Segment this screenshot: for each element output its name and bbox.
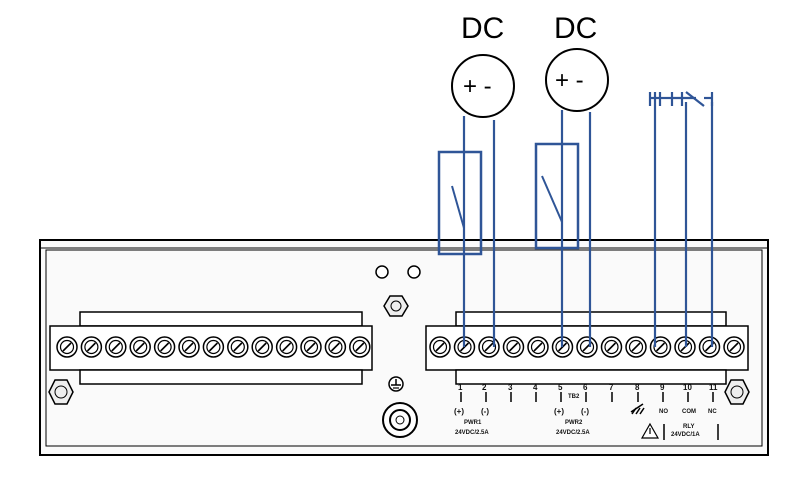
left-screw-4 (129, 336, 151, 358)
terminal-number-4: 4 (533, 383, 538, 392)
screw-right (724, 379, 750, 405)
right-screw-5 (527, 336, 549, 358)
dc-source-2: DC + - (545, 12, 609, 112)
terminal-number-5: 5 (558, 383, 563, 392)
led-1 (375, 265, 389, 279)
dc-source-1-label: DC (461, 12, 504, 45)
pwr1-name: PWR1 (464, 420, 482, 426)
left-screw-11 (300, 336, 322, 358)
terminal-block-right (425, 311, 749, 385)
left-screw-7 (202, 336, 225, 358)
left-screw-12 (324, 336, 347, 358)
warning-icon (640, 422, 660, 439)
left-screw-13 (349, 336, 371, 358)
terminal-labels: 1 2 3 4 5 6 7 8 9 10 11 TB2 (+) (-) (+) … (454, 383, 719, 440)
pin-mark-plus-1: (+) (454, 407, 464, 416)
left-screw-9 (251, 336, 273, 358)
right-screw-3 (478, 336, 500, 358)
dc-source-2-polarity: + - (555, 67, 584, 94)
terminal-number-9: 9 (660, 383, 665, 392)
terminal-number-6: 6 (583, 383, 588, 392)
tb2-label: TB2 (568, 394, 580, 400)
ground-screw (382, 402, 418, 438)
left-screw-8 (227, 336, 249, 358)
rly-rating: 24VDC/1A (671, 432, 700, 438)
right-screw-4 (502, 336, 525, 358)
terminal-number-3: 3 (508, 383, 513, 392)
terminal-number-1: 1 (458, 383, 463, 392)
terminal-number-11: 11 (709, 383, 718, 392)
pin-mark-plus-2: (+) (554, 407, 564, 416)
screw-top-center (383, 295, 409, 317)
pin-mark-nc: NC (708, 409, 717, 415)
pin-mark-no: NO (659, 409, 668, 415)
pwr2-name: PWR2 (565, 420, 583, 426)
left-screw-1 (56, 336, 78, 358)
dc-source-1: DC + - (451, 12, 515, 118)
right-screw-12 (698, 336, 721, 358)
right-screw-13 (723, 336, 745, 358)
terminal-block-left (49, 311, 373, 385)
left-screw-2 (80, 336, 103, 358)
pin-mark-minus-2: (-) (581, 407, 589, 416)
right-screw-10 (649, 336, 672, 358)
terminal-number-8: 8 (635, 383, 640, 392)
relay-contact-icon (648, 91, 714, 107)
left-screw-5 (153, 336, 176, 358)
dc-source-1-polarity: + - (463, 73, 492, 100)
pwr2-rating: 24VDC/2.5A (556, 430, 590, 436)
wires (451, 92, 714, 347)
right-screw-9 (625, 336, 647, 358)
right-screw-8 (600, 336, 623, 358)
terminal-number-10: 10 (683, 383, 692, 392)
pin-mark-minus-1: (-) (481, 407, 489, 416)
left-screw-10 (275, 336, 298, 358)
rly-name: RLY (683, 424, 694, 430)
terminal-number-7: 7 (609, 383, 614, 392)
terminal-number-2: 2 (482, 383, 487, 392)
led-2 (407, 265, 421, 279)
switch-box-2 (534, 142, 580, 250)
ground-icon (388, 376, 404, 392)
pin-mark-com: COM (682, 409, 696, 415)
switch-box-1 (437, 150, 483, 256)
right-screw-7 (576, 336, 598, 358)
left-screw-3 (105, 336, 127, 358)
left-screw-6 (178, 336, 200, 358)
pwr1-rating: 24VDC/2.5A (455, 430, 489, 436)
dc-source-2-label: DC (554, 12, 597, 45)
chassis-ground-icon (630, 403, 645, 415)
screw-left (48, 379, 74, 405)
right-screw-1 (429, 336, 451, 358)
